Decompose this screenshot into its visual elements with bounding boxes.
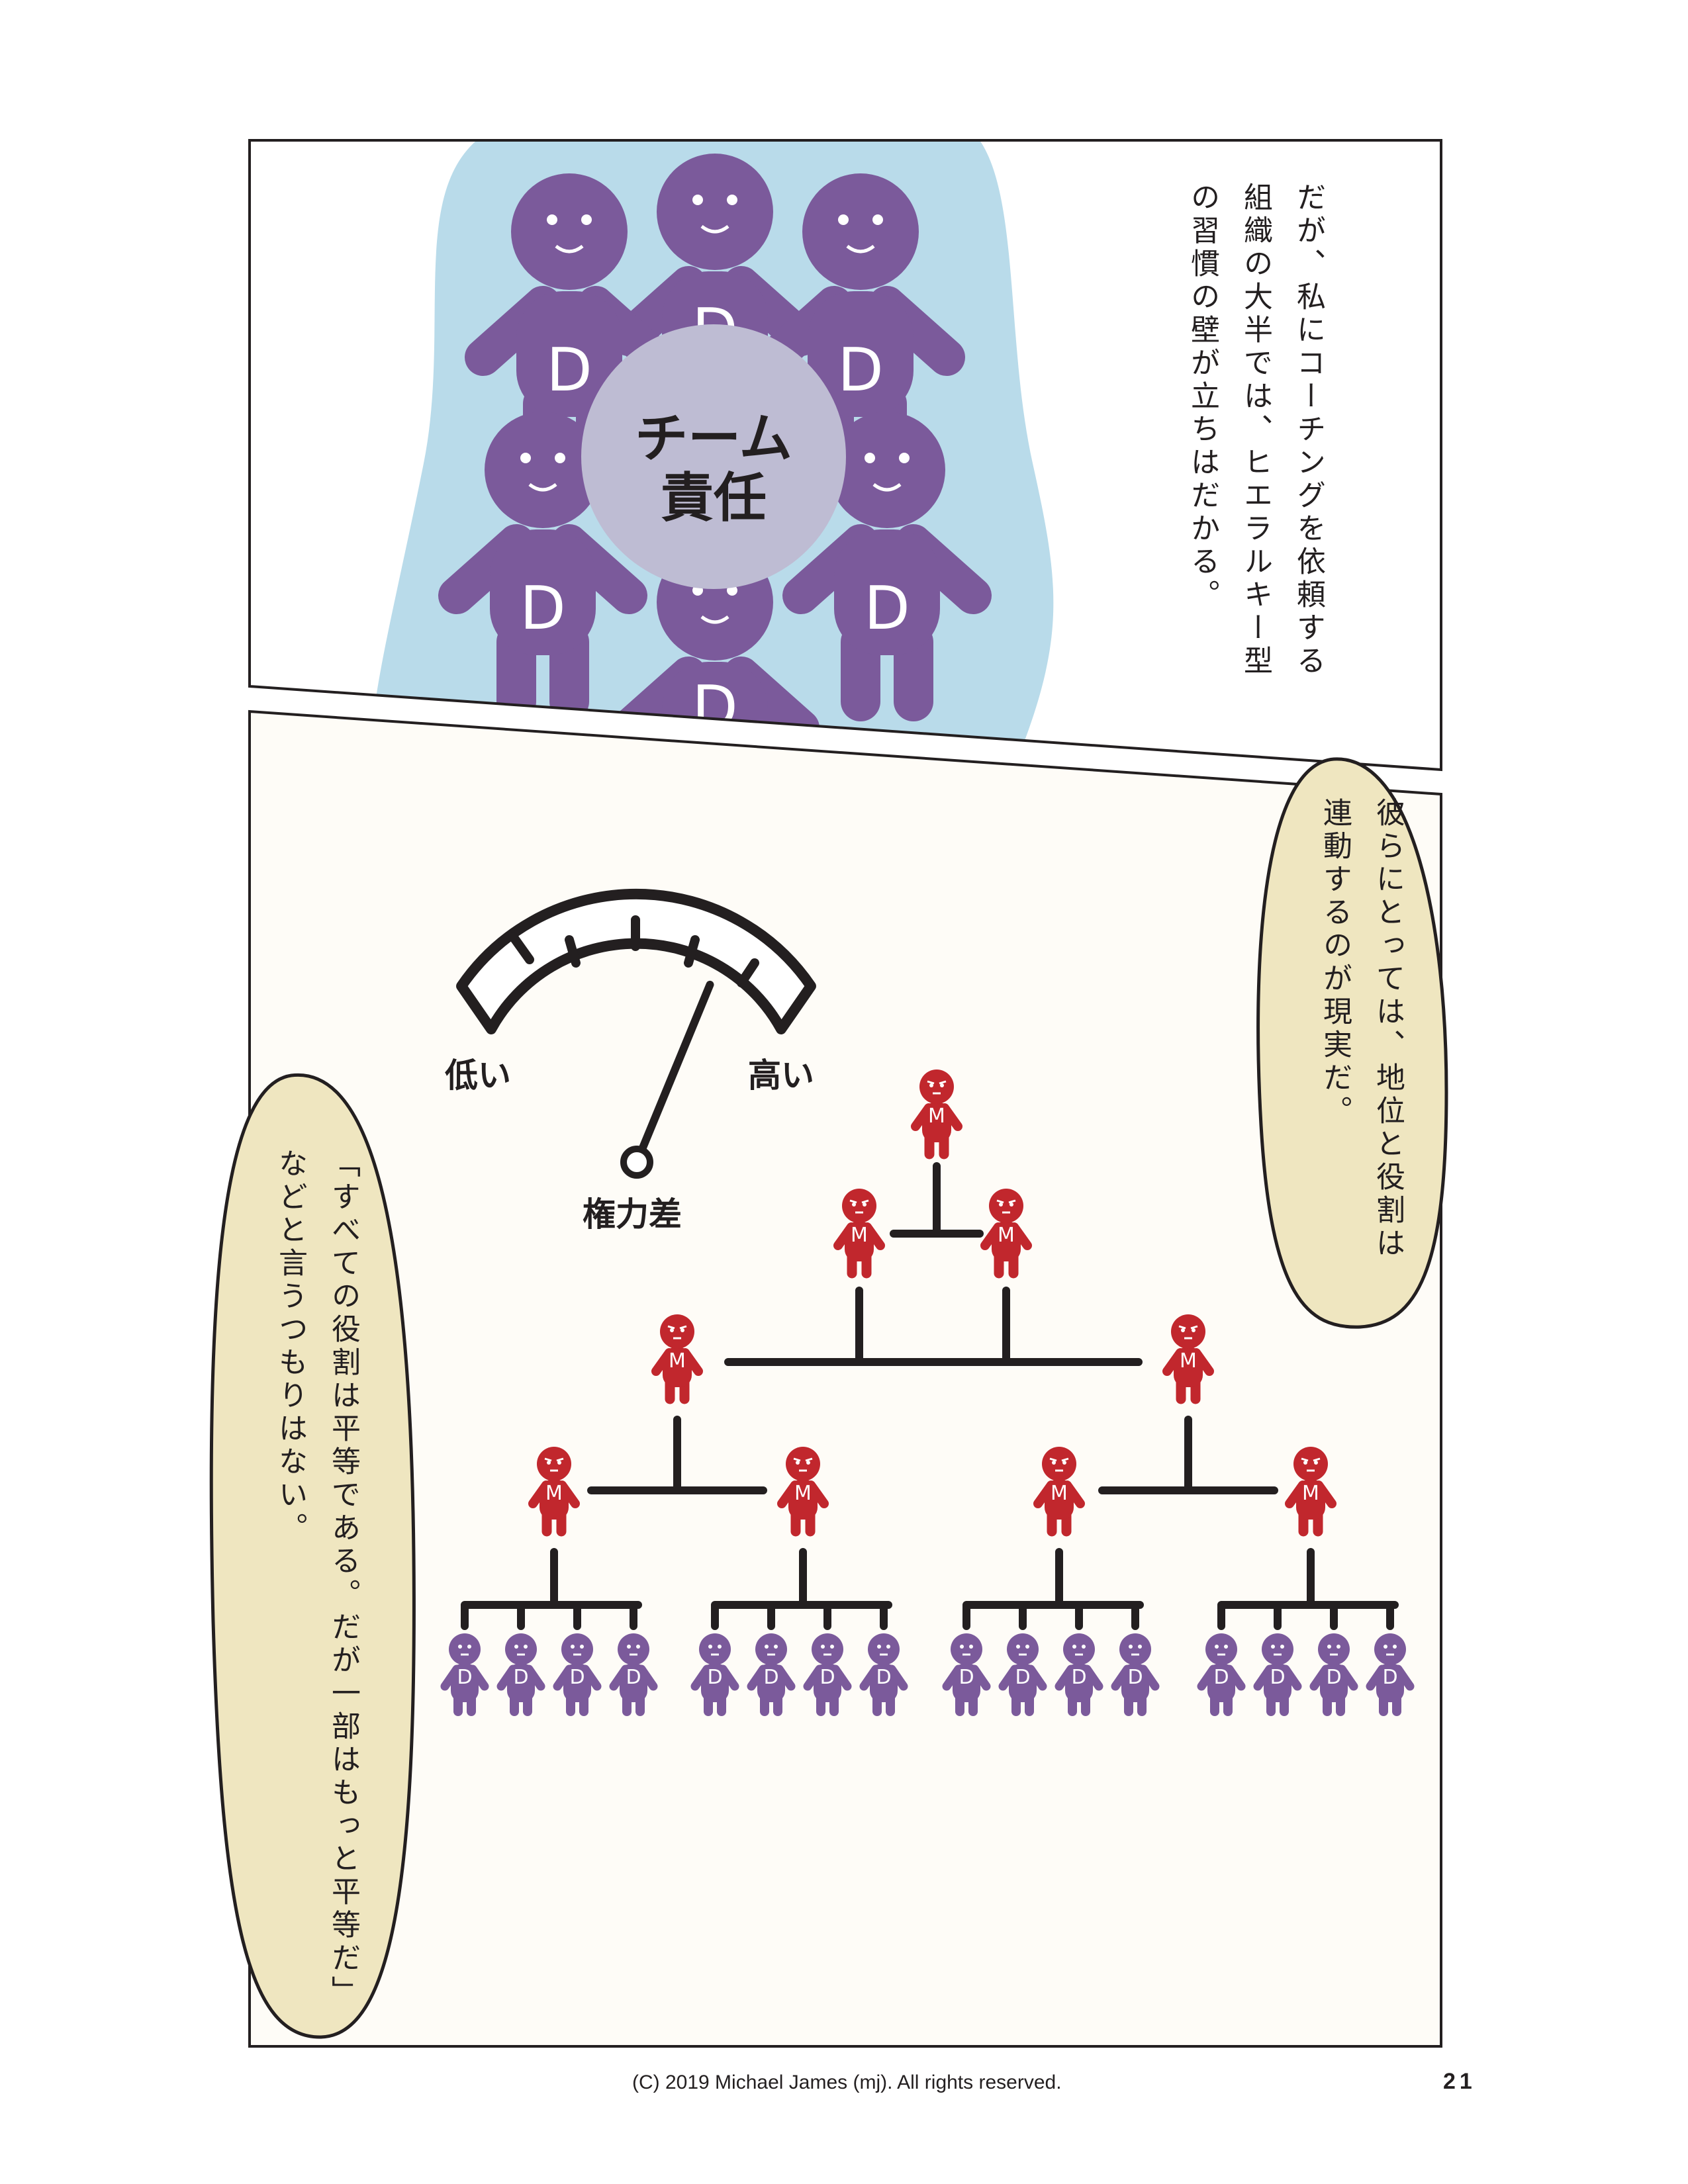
svg-text:M: M bbox=[998, 1224, 1015, 1247]
svg-text:D: D bbox=[837, 336, 883, 405]
narration-column: 組織の大半では、ヒエラルキー型 bbox=[1239, 182, 1272, 678]
svg-text:M: M bbox=[545, 1482, 563, 1505]
developer-figure-small: D bbox=[1115, 1633, 1155, 1711]
panel-1-border bbox=[248, 139, 1442, 772]
svg-text:M: M bbox=[851, 1224, 868, 1247]
svg-text:M: M bbox=[1302, 1482, 1319, 1505]
manager-figure: M bbox=[656, 1314, 698, 1399]
copyright-notice: (C) 2019 Michael James (mj). All rights … bbox=[632, 2071, 1062, 2093]
developer-figure-small: D bbox=[557, 1633, 597, 1711]
org-chart-managers: M M M M M M M M M bbox=[533, 1069, 1332, 1531]
svg-text:D: D bbox=[763, 1666, 778, 1689]
svg-text:D: D bbox=[1127, 1666, 1143, 1689]
power-distance-gauge bbox=[456, 888, 816, 1179]
bubble-right-column: 連動するのが現実だ。 bbox=[1318, 797, 1352, 1128]
developer-figure: D bbox=[483, 173, 655, 463]
panel-2 bbox=[250, 711, 1441, 2046]
svg-text:D: D bbox=[569, 1666, 585, 1689]
svg-text:D: D bbox=[1326, 1666, 1341, 1689]
svg-text:D: D bbox=[626, 1666, 641, 1689]
svg-text:D: D bbox=[1213, 1666, 1229, 1689]
panel-1: D D D D D D チーム 責任 bbox=[371, 140, 1054, 834]
developer-figure-small: D bbox=[751, 1633, 791, 1711]
svg-text:D: D bbox=[1015, 1666, 1030, 1689]
svg-text:D: D bbox=[1071, 1666, 1086, 1689]
manager-figure: M bbox=[782, 1447, 824, 1531]
manager-figure: M bbox=[1038, 1447, 1080, 1531]
svg-text:M: M bbox=[1051, 1482, 1068, 1505]
gauge-high-label: 高い bbox=[748, 1056, 814, 1095]
manager-figure: M bbox=[838, 1189, 880, 1273]
svg-text:D: D bbox=[864, 574, 910, 643]
narration-column: だが、私にコーチングを依頼する bbox=[1291, 182, 1325, 678]
developer-figure-small: D bbox=[808, 1633, 847, 1711]
bubble-right-column: 彼らにとっては、地位と役割は bbox=[1371, 797, 1405, 1261]
svg-text:M: M bbox=[928, 1105, 945, 1128]
svg-text:D: D bbox=[876, 1666, 891, 1689]
developer-figure-small: D bbox=[947, 1633, 986, 1711]
developer-figure-small: D bbox=[445, 1633, 485, 1711]
speech-bubble-right bbox=[1256, 757, 1448, 1329]
developer-figure: D bbox=[457, 412, 629, 702]
svg-text:D: D bbox=[959, 1666, 974, 1689]
developer-figure-small: D bbox=[695, 1633, 735, 1711]
manager-figure: M bbox=[533, 1447, 575, 1531]
team-label-line2: 責任 bbox=[661, 467, 767, 529]
developer-figure: D bbox=[774, 173, 947, 463]
developer-figure-small: D bbox=[614, 1633, 653, 1711]
developer-figure-small: D bbox=[1314, 1633, 1354, 1711]
svg-text:D: D bbox=[546, 336, 592, 405]
manager-figure: M bbox=[915, 1069, 958, 1154]
page-number: 21 bbox=[1443, 2069, 1476, 2094]
team-responsibility-circle bbox=[581, 324, 846, 589]
developer-figure-small: D bbox=[1258, 1633, 1297, 1711]
svg-text:D: D bbox=[820, 1666, 835, 1689]
svg-text:D: D bbox=[457, 1666, 472, 1689]
developer-figure-small: D bbox=[864, 1633, 904, 1711]
svg-text:M: M bbox=[669, 1349, 686, 1373]
svg-text:D: D bbox=[513, 1666, 528, 1689]
bubble-left-column: などと言うつもりはない。 bbox=[273, 1148, 307, 1545]
org-chart-developers: D D D D D D D D D D D D D D D D bbox=[445, 1633, 1410, 1711]
team-label-line1: チーム bbox=[635, 408, 792, 469]
developer-figure-small: D bbox=[1059, 1633, 1099, 1711]
bubble-left-column: 「すべての役割は平等である。だが一部はもっと平等だ」 bbox=[326, 1148, 360, 2009]
svg-text:M: M bbox=[794, 1482, 812, 1505]
gauge-low-label: 低い bbox=[445, 1056, 511, 1095]
gauge-pivot bbox=[620, 1146, 653, 1179]
developer-figure: D bbox=[801, 412, 973, 702]
svg-text:D: D bbox=[1382, 1666, 1397, 1689]
manager-figure: M bbox=[985, 1189, 1027, 1273]
developer-figure-small: D bbox=[501, 1633, 541, 1711]
org-chart-connectors bbox=[461, 1162, 1399, 1630]
manager-figure: M bbox=[1167, 1314, 1209, 1399]
developer-figure-small: D bbox=[1003, 1633, 1043, 1711]
svg-text:D: D bbox=[707, 1666, 722, 1689]
svg-text:D: D bbox=[1270, 1666, 1285, 1689]
developer-figure-small: D bbox=[1201, 1633, 1241, 1711]
gauge-caption: 権力差 bbox=[583, 1195, 682, 1234]
gauge-needle bbox=[633, 980, 714, 1166]
manager-figure: M bbox=[1289, 1447, 1332, 1531]
narration-column: の習慣の壁が立ちはだかる。 bbox=[1186, 182, 1219, 612]
svg-text:M: M bbox=[1180, 1349, 1197, 1373]
svg-text:D: D bbox=[692, 673, 737, 743]
svg-text:D: D bbox=[520, 574, 565, 643]
speech-bubble-left bbox=[209, 1073, 416, 2039]
developer-figure-small: D bbox=[1370, 1633, 1410, 1711]
